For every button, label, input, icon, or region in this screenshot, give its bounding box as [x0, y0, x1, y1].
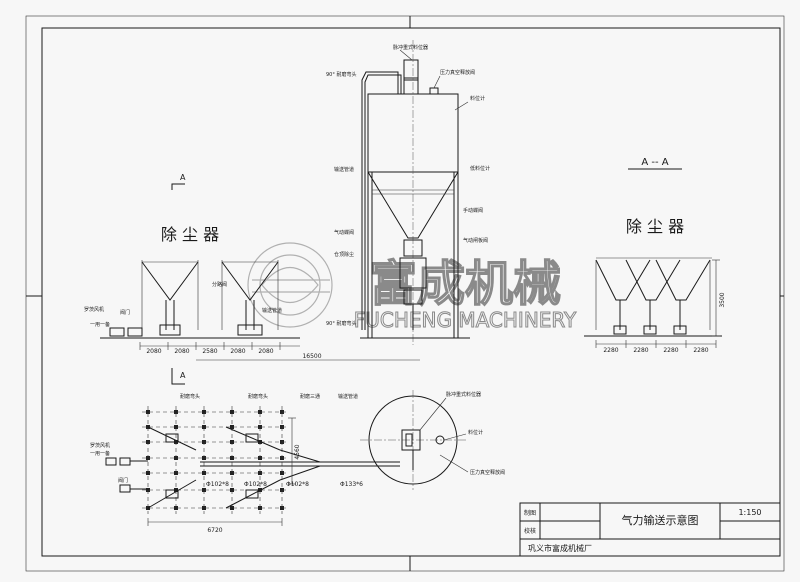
outer-frame: [25, 15, 785, 572]
pipe-label: 输送管道: [262, 307, 282, 314]
valve-small-label: 阀门: [120, 309, 130, 316]
dim-left-total: 16500: [302, 353, 321, 360]
dim-right-2: 2280: [633, 347, 648, 354]
right-dust-collectors: [584, 257, 722, 348]
silo: [360, 40, 470, 345]
label-pneumatic-gate: 气动闸板阀: [463, 237, 488, 244]
plan-width: 6720: [207, 527, 222, 534]
plan-column-marker: [146, 410, 150, 414]
blower-left-sub: 一用一备: [90, 321, 110, 328]
title-block-checked: 校核: [524, 527, 536, 535]
left-dust-collectors: [100, 260, 300, 339]
dim-left-2: 2080: [174, 348, 189, 355]
plan-gauge-label: 脉冲重式料位器: [446, 391, 481, 398]
dim-left-5: 2080: [258, 348, 273, 355]
label-elbow-top: 90° 耐磨弯头: [326, 71, 356, 78]
blower-left-label: 罗茨风机: [84, 306, 104, 313]
pipe-dim-c: Φ102*8: [286, 481, 309, 488]
drawing-scale: 1:150: [738, 508, 761, 517]
plan-height: 4560: [294, 444, 301, 459]
dim-left-1: 2080: [146, 348, 161, 355]
label-low-level: 低料位计: [470, 165, 490, 172]
dim-left-4: 2080: [230, 348, 245, 355]
plan-blower-sub: 一用一备: [90, 450, 110, 457]
dust-collector-left-title: 除 尘 器: [161, 225, 219, 244]
pipe-dim-a: Φ102*8: [206, 481, 229, 488]
left-dimension-line: [139, 342, 420, 361]
pipe-dim-d: Φ133*6: [340, 481, 363, 488]
plan-label-2: 耐磨弯头: [248, 393, 268, 400]
label-pressure-valve: 压力真空释放阀: [440, 69, 475, 76]
plan-grid: [142, 406, 288, 514]
plan-relief-label: 压力真空释放阀: [470, 469, 505, 476]
dim-right-4: 2280: [693, 347, 708, 354]
dust-collector-right-title: 除 尘 器: [626, 217, 684, 236]
plan-label-3: 耐磨三通: [300, 393, 320, 400]
dim-right-1: 2280: [603, 347, 618, 354]
label-feed-pipe: 输送管道: [334, 166, 354, 173]
section-mark-bottom: A: [180, 371, 186, 380]
plan-column-marker: [202, 410, 206, 414]
plan-label-1: 耐磨弯头: [180, 393, 200, 400]
company-name: 巩义市富成机械厂: [528, 543, 592, 553]
dim-right-3: 2280: [663, 347, 678, 354]
inner-frame: [41, 27, 781, 557]
plan-blower-label: 罗茨风机: [90, 442, 110, 449]
watermark-en: FUCHENG MACHINERY: [354, 308, 577, 332]
plan-column-marker: [174, 410, 178, 414]
dim-left-3: 2580: [202, 348, 217, 355]
label-pneumatic-valve: 气动蝶阀: [334, 229, 354, 236]
plan-column-marker: [258, 410, 262, 414]
section-aa-title: A -- A: [641, 157, 668, 168]
plan-dimensions: [147, 417, 296, 526]
drawing-title: 气力输送示意图: [622, 513, 699, 527]
plan-level-label: 料位计: [468, 429, 483, 436]
title-block-designed: 制图: [524, 509, 536, 517]
pipe-dim-b: Φ102*8: [244, 481, 267, 488]
branch-label: 分路阀: [212, 281, 227, 288]
plan-pipes: [105, 426, 400, 509]
label-level-meter: 料位计: [470, 95, 485, 102]
dim-right-height: 3500: [719, 292, 726, 307]
label-pulse-gauge: 脉冲重式料位器: [393, 44, 428, 51]
plan-column-marker: [230, 410, 234, 414]
label-manual-valve: 手动蝶阀: [463, 207, 483, 214]
title-block: [519, 502, 781, 557]
label-elbow-bottom: 90° 耐磨弯头: [326, 320, 356, 327]
section-mark-top: A: [180, 173, 186, 182]
label-silo-cone: 仓顶除尘: [334, 251, 354, 258]
plan-valve-label: 阀门: [118, 477, 128, 484]
watermark-cn: 富成机械: [369, 256, 561, 312]
plan-label-4: 输送管道: [338, 393, 358, 400]
